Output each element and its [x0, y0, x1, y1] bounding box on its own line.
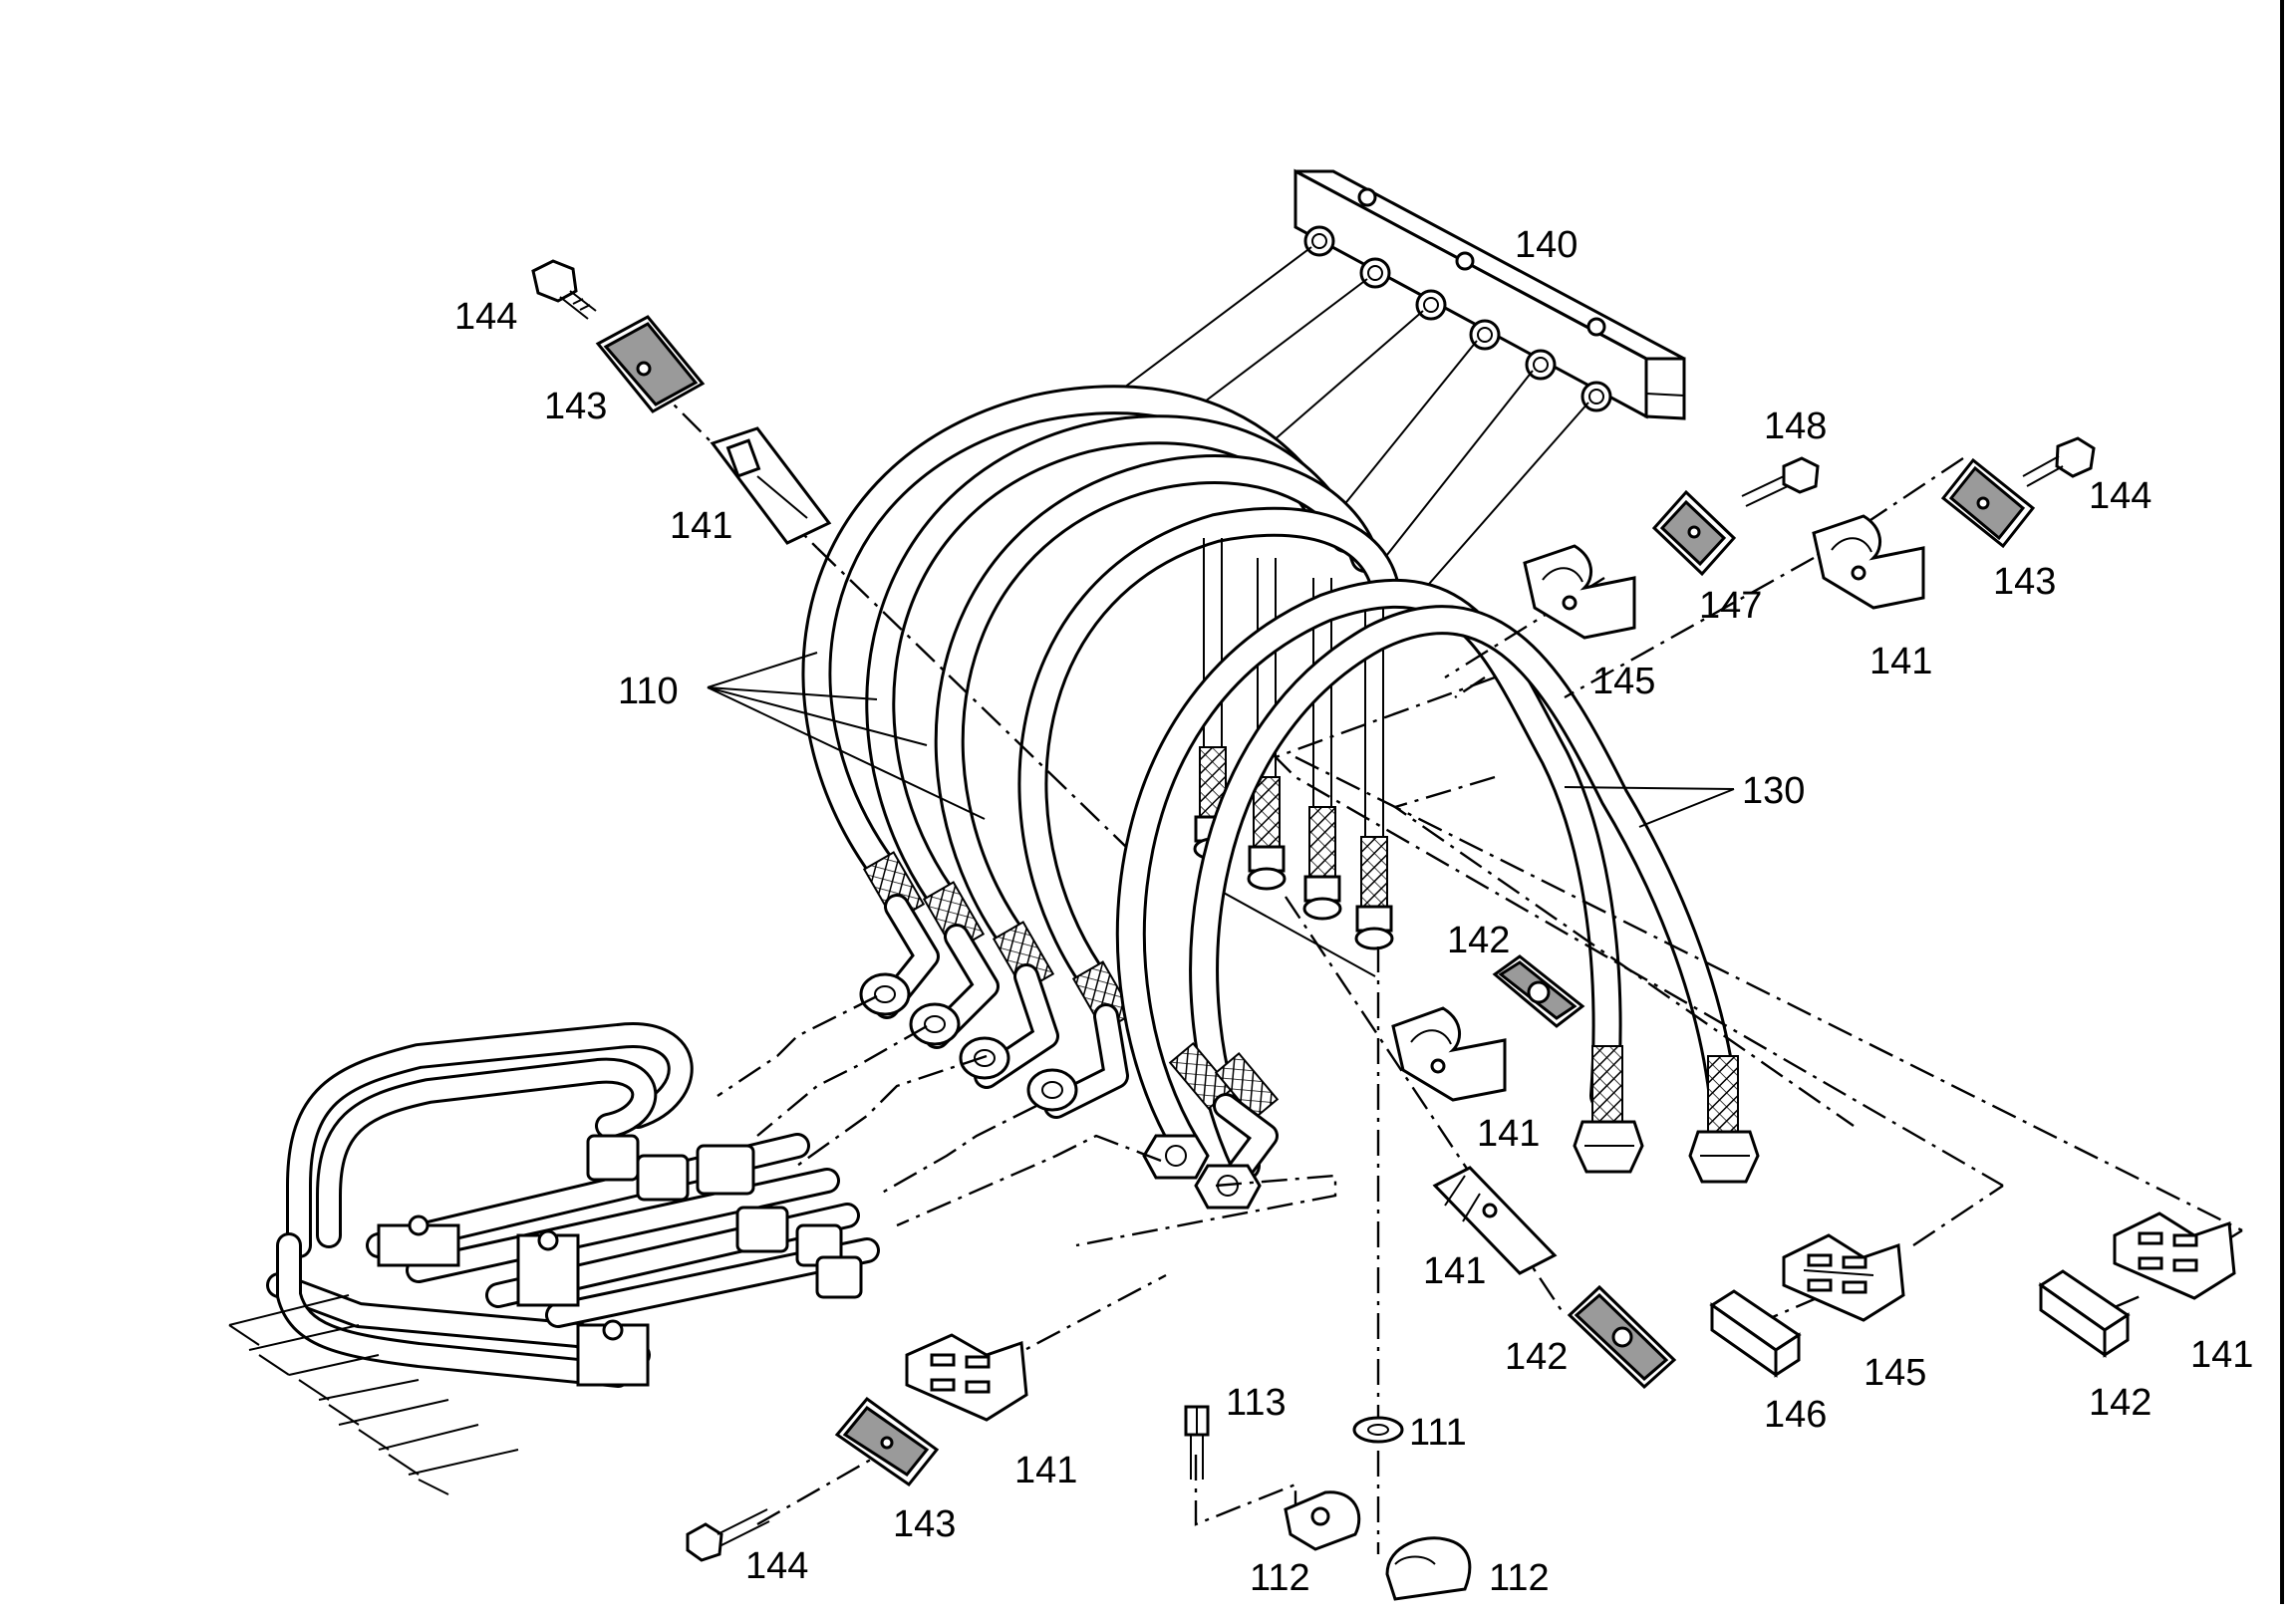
clamp-141-upper-left: [710, 426, 832, 545]
callout-lines: [707, 652, 1735, 828]
label-147: 147: [1699, 585, 1762, 627]
bolt-144-upper-left: [531, 259, 597, 320]
plate-143-lower-left: [834, 1396, 940, 1487]
washer-111: [1352, 1416, 1404, 1444]
clamp-141-right: [1812, 514, 1925, 610]
manifold-block: [1095, 168, 1686, 601]
plate-143-upper-left: [595, 315, 706, 413]
clamp-141-lower-right: [2113, 1212, 2236, 1300]
label-112-right: 112: [1489, 1557, 1550, 1599]
clamp-141-mid: [1391, 1006, 1507, 1102]
label-145-upper: 145: [1592, 661, 1655, 702]
vertical-hoses: [1193, 538, 1394, 977]
label-130: 130: [1742, 770, 1805, 812]
label-141-right: 141: [1869, 641, 1932, 682]
clamp-141-lower-mid: [1432, 1166, 1558, 1275]
hose-110-fittings: [859, 851, 1135, 1119]
label-144-lower-left: 144: [745, 1545, 808, 1587]
label-112-left: 112: [1250, 1557, 1310, 1599]
half-clamp-112-b: [1385, 1536, 1472, 1601]
rigid-pipe-assembly: [228, 1022, 880, 1495]
bolt-144-right: [2022, 436, 2096, 487]
pad-146: [1709, 1289, 1802, 1378]
manifold-ports: [1303, 225, 1612, 412]
label-142-lower-mid: 142: [1505, 1336, 1568, 1378]
label-145-lower: 145: [1864, 1352, 1926, 1394]
bolt-144-lower-left: [686, 1508, 770, 1562]
label-111: 111: [1409, 1412, 1467, 1454]
label-142-mid: 142: [1447, 920, 1510, 961]
label-142-lower-right: 142: [2089, 1382, 2152, 1424]
hose-pair-130: [1115, 578, 1760, 1210]
half-clamp-112-a: [1284, 1490, 1361, 1551]
label-141-lower-mid: 141: [1423, 1250, 1486, 1292]
label-141-upper-left: 141: [670, 505, 732, 547]
clamp-141-lower-left: [905, 1333, 1028, 1422]
label-143-upper-left: 143: [544, 386, 607, 427]
bolt-148: [1741, 456, 1820, 507]
label-140: 140: [1515, 224, 1578, 266]
label-144-right: 144: [2089, 475, 2152, 517]
pad-142-lower-right: [2038, 1269, 2131, 1358]
label-148: 148: [1764, 405, 1827, 447]
label-141-lower-left: 141: [1014, 1450, 1077, 1491]
label-143-lower-left: 143: [893, 1503, 956, 1545]
plate-147: [1651, 489, 1737, 577]
plate-143-right: [1940, 457, 2036, 549]
label-143-right: 143: [1993, 561, 2056, 603]
pad-142-mid: [1492, 954, 1585, 1028]
part-number-labels: 140 144 143 141 110 148 147 145 144 143 …: [454, 224, 2253, 1599]
pad-142-lower-mid: [1567, 1284, 1677, 1390]
hose-bundle-110: [801, 385, 1400, 1119]
label-141-lower-right: 141: [2190, 1334, 2253, 1376]
label-110: 110: [618, 671, 679, 712]
clamp-145-upper: [1523, 544, 1636, 640]
label-144-upper-left: 144: [454, 296, 517, 338]
label-113: 113: [1226, 1382, 1287, 1424]
clamp-145-lower: [1782, 1233, 1905, 1322]
screw-113: [1184, 1405, 1210, 1480]
label-141-mid: 141: [1477, 1113, 1540, 1155]
label-146: 146: [1764, 1394, 1827, 1436]
